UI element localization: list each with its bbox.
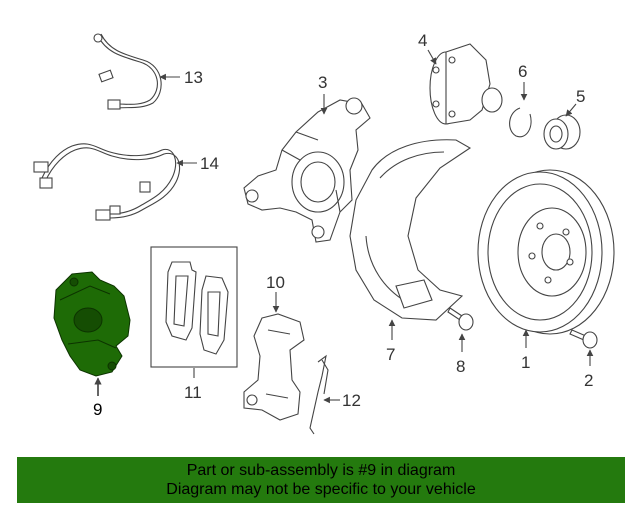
callout-3: 3 — [318, 73, 327, 92]
part-11-pad-set — [150, 246, 238, 368]
part-1-rotor — [477, 169, 615, 335]
part-14-sensor-wire — [33, 143, 181, 221]
callout-11: 11 — [184, 383, 202, 402]
callout-2: 2 — [584, 371, 593, 390]
callout-14: 14 — [200, 154, 219, 173]
part-8-bolt — [447, 307, 474, 331]
callout-5-leader — [565, 103, 577, 117]
banner-line-disclaimer: Diagram may not be specific to your vehi… — [166, 481, 476, 498]
banner-line-part: Part or sub-assembly is #9 in diagram — [186, 462, 456, 479]
part-2-screw — [569, 329, 598, 349]
callout-8: 8 — [456, 357, 465, 376]
part-6-snap-ring — [509, 107, 532, 138]
callout-9: 9 — [93, 400, 102, 419]
callout-10: 10 — [266, 273, 285, 292]
callout-1: 1 — [521, 353, 530, 372]
part-3-knuckle — [243, 97, 371, 243]
part-10-bracket — [243, 313, 305, 421]
callout-4-leader — [427, 49, 437, 65]
part-12-clip — [309, 354, 329, 435]
callout-4: 4 — [418, 31, 427, 50]
info-banner: Part or sub-assembly is #9 in diagram Di… — [17, 457, 625, 503]
part-5-bearing — [543, 114, 581, 150]
part-7-dust-shield — [349, 139, 472, 321]
part-13-sensor-wire — [93, 33, 162, 110]
callout-6: 6 — [518, 62, 527, 81]
callout-13: 13 — [184, 68, 203, 87]
callout-7: 7 — [386, 345, 395, 364]
part-9-caliper-highlighted[interactable] — [53, 271, 131, 377]
part-4-hub — [429, 43, 503, 125]
callout-5: 5 — [576, 87, 585, 106]
callout-12: 12 — [342, 391, 361, 410]
